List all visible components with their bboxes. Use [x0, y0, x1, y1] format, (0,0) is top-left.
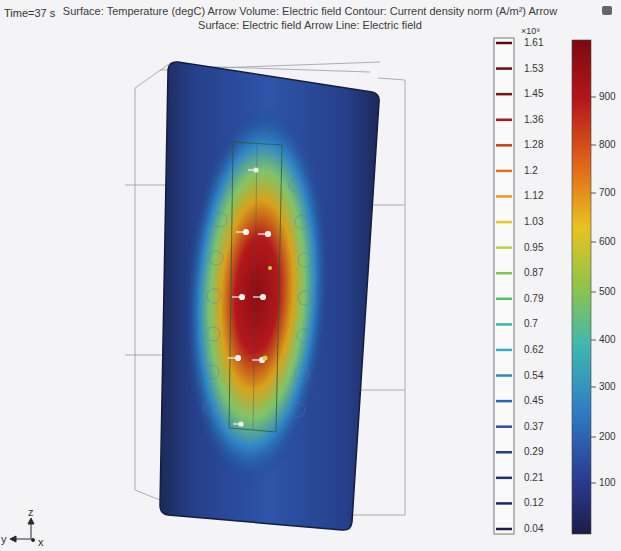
contour-tick — [496, 170, 512, 173]
contour-tick — [496, 118, 512, 121]
contour-tick — [496, 477, 512, 480]
contour-tick — [496, 221, 512, 224]
contour-value: 1.28 — [524, 139, 543, 150]
contour-value: 0.45 — [524, 395, 543, 406]
time-label: Time=37 s — [4, 7, 55, 19]
contour-tick — [496, 67, 512, 70]
temperature-value: 300 — [599, 381, 616, 392]
contour-tick — [496, 374, 512, 377]
contour-value: 1.36 — [524, 114, 543, 125]
contour-value: 0.37 — [524, 421, 543, 432]
contour-value: 0.62 — [524, 344, 543, 355]
contour-tick — [496, 298, 512, 301]
temperature-value: 600 — [599, 236, 616, 247]
contour-value: 0.29 — [524, 446, 543, 457]
scale-factor: ×10⁹ — [521, 27, 540, 37]
contour-value: 1.03 — [524, 216, 543, 227]
axis-label: x — [38, 536, 44, 548]
temperature-value: 800 — [599, 139, 616, 150]
contour-value: 0.04 — [524, 523, 543, 534]
contour-tick — [496, 528, 512, 531]
plot-title: Surface: Temperature (degC) Arrow Volume… — [60, 5, 560, 33]
contour-value: 0.12 — [524, 497, 543, 508]
contour-tick — [496, 272, 512, 275]
axis-label: y — [1, 533, 7, 545]
contour-value: 1.53 — [524, 63, 543, 74]
contour-tick — [496, 400, 512, 403]
contour-value: 1.45 — [524, 88, 543, 99]
contour-value: 0.79 — [524, 293, 543, 304]
axis-label: z — [28, 506, 34, 518]
contour-value: 0.21 — [524, 472, 543, 483]
contour-value: 1.61 — [524, 37, 543, 48]
contour-value: 1.12 — [524, 190, 543, 201]
contour-tick — [496, 195, 512, 198]
contour-tick — [496, 42, 512, 45]
temperature-value: 500 — [599, 286, 616, 297]
contour-value: 0.7 — [524, 318, 538, 329]
contour-tick — [496, 323, 512, 326]
contour-value: 0.95 — [524, 242, 543, 253]
temperature-value: 700 — [599, 187, 616, 198]
contour-tick — [496, 451, 512, 454]
temperature-value: 100 — [599, 477, 616, 488]
contour-tick — [496, 246, 512, 249]
temperature-value: 400 — [599, 334, 616, 345]
contour-tick — [496, 425, 512, 428]
contour-value: 1.2 — [524, 165, 538, 176]
contour-tick — [496, 144, 512, 147]
contour-value: 0.54 — [524, 370, 543, 381]
temperature-value: 900 — [599, 91, 616, 102]
contour-tick — [496, 93, 512, 96]
contour-tick — [496, 502, 512, 505]
contour-tick — [496, 349, 512, 352]
contour-value: 0.87 — [524, 267, 543, 278]
temperature-value: 200 — [599, 431, 616, 442]
